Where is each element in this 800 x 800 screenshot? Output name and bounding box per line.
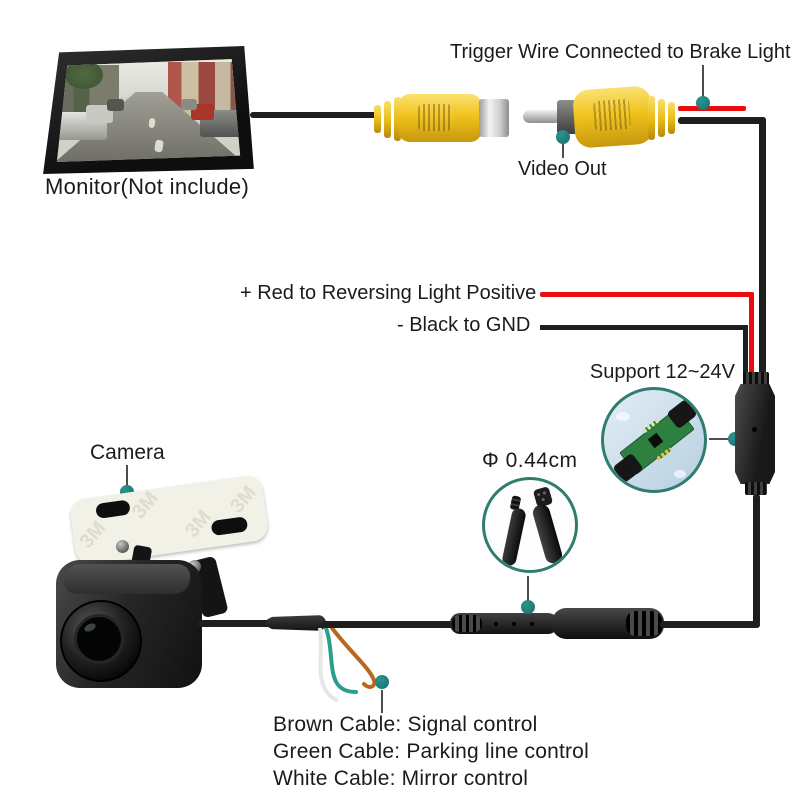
screen-car [107,99,125,112]
trigger-leader-line [702,65,704,98]
pad-mount-slot [95,499,131,519]
barrel-male-ribs [452,615,482,632]
pcb-detail-circle [601,387,707,493]
ice-speck [616,412,630,421]
support-voltage-label: Support 12~24V [589,361,735,383]
diameter-pointer-dot [521,600,535,614]
monitor-label: Monitor(Not include) [45,174,250,199]
screen-car [181,99,197,110]
screen-tree [65,61,104,89]
connector-detail-circle [482,477,578,573]
screen-car [86,104,113,123]
rca-male-grip [592,98,632,132]
barrel-connector-female [552,608,664,639]
module-cable-vertical [753,494,760,625]
legend-line-green: Green Cable: Parking line control [273,740,589,763]
camera-lens-outer [60,600,142,682]
rca-female-strain-relief [374,96,401,142]
barrel-male-dot [512,622,516,626]
module-hole [752,427,757,432]
pad-3m-watermark: 3M [75,517,111,553]
mini-connector-male [501,507,527,567]
gnd-label: - Black to GND [397,314,531,336]
legend-leader-line [381,690,383,713]
monitor-screen [56,59,241,162]
legend-line-white: White Cable: Mirror control [273,767,529,790]
red-positive-line-v [749,292,754,380]
bracket-screw [116,540,129,553]
power-module-body [735,384,775,484]
rca-male-strain-relief [648,96,675,140]
camera-top-face [62,564,192,594]
mini-pin [541,497,546,502]
red-positive-label: + Red to Reversing Light Positive [240,282,537,304]
barrel-female-ribs [626,611,662,636]
gnd-line-h [540,325,748,330]
cable-mid [322,621,454,628]
barrel-connector-male [450,613,558,634]
rca-female-barrel [479,99,509,137]
video-out-leader-line [562,144,564,158]
ice-speck [674,470,686,478]
diameter-label: Φ 0.44cm [482,449,578,472]
module-bottom-connector [745,482,767,495]
camera-leader-line [126,465,128,490]
legend-pointer-dot [375,675,389,689]
mini-connector-female [531,502,564,566]
screen-car [190,103,214,120]
trigger-pointer-dot [696,96,710,110]
control-wires [318,628,377,702]
adhesive-pad: 3M 3M 3M 3M [68,473,270,567]
red-positive-line-h [540,292,754,297]
rca-male-pin [523,110,561,123]
module-top-connector [743,372,769,386]
diameter-leader-line [527,576,529,603]
pad-3m-watermark: 3M [226,481,261,518]
screen-lane-dash [153,139,164,152]
rca-female-grip [418,104,452,131]
green-wire [324,628,358,694]
video-out-label: Video Out [518,158,607,180]
mini-pin [536,492,541,497]
gnd-line-v [743,325,748,380]
camera-cable [198,620,272,627]
cable-right [660,621,760,628]
pad-3m-watermark: 3M [127,487,163,524]
rca-female-body [398,94,482,142]
pad-mount-slot [210,516,249,537]
video-out-pointer-dot [556,130,570,144]
video-cable-vertical [759,117,766,379]
legend-line-brown: Brown Cable: Signal control [273,713,538,736]
camera-lens-inner [74,614,124,664]
brown-wire [330,628,377,689]
mini-pin [542,491,547,495]
barrel-male-dot [494,622,498,626]
camera-label: Camera [90,441,165,464]
cable-sleeve [266,615,326,631]
barrel-male-dot [530,622,534,626]
video-cable-horizontal [678,117,766,124]
white-wire [318,628,338,702]
trigger-wire-label: Trigger Wire Connected to Brake Light [450,41,791,63]
trigger-wire [678,106,746,111]
monitor-video-cable [250,112,380,118]
